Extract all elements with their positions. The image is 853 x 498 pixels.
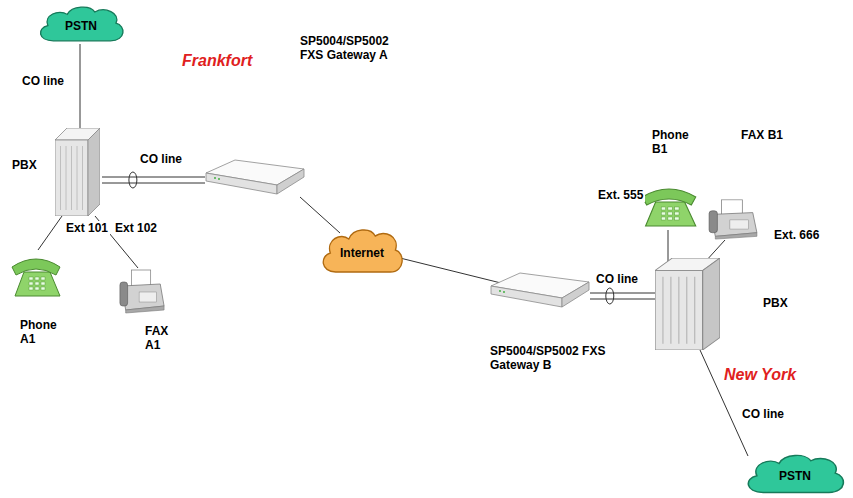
network-node: Phone B1: [636, 128, 706, 232]
site-name: Frankfort: [180, 52, 254, 70]
line-label: Ext. 555: [596, 188, 645, 202]
network-node: FAX B1: [705, 128, 790, 242]
phone-icon: [640, 180, 698, 230]
network-node: FAX A1: [115, 268, 180, 352]
node-label: PSTN: [779, 469, 811, 483]
node-label: Phone B1: [652, 128, 702, 156]
line-label: CO line: [740, 407, 786, 421]
node-label: PSTN: [65, 19, 97, 33]
line-connector: [700, 350, 748, 456]
network-node: PBX: [12, 128, 102, 216]
node-label: FAX B1: [741, 128, 783, 142]
network-node: PSTN: [35, 4, 127, 44]
pbx-icon: [55, 128, 100, 216]
line-connector: [38, 216, 62, 250]
line-connector: [80, 44, 81, 128]
node-label: Internet: [340, 246, 384, 260]
network-node: Phone A1: [5, 250, 75, 352]
network-node: SP5004/SP5002 FXS Gateway B: [488, 272, 610, 378]
line-label: CO line: [20, 74, 66, 88]
phone-icon: [10, 250, 62, 300]
line-label: CO line: [138, 152, 184, 166]
line-label: CO line: [594, 272, 640, 286]
node-label: PBX: [12, 158, 37, 172]
site-name: New York: [722, 366, 798, 384]
gateway-icon: [205, 159, 305, 197]
node-label: SP5004/SP5002 FXS Gateway B: [490, 344, 606, 372]
node-label: PBX: [763, 296, 788, 310]
line-connector: [102, 177, 205, 183]
fax-icon: [118, 268, 166, 314]
node-label: SP5004/SP5002 FXS Gateway A: [300, 34, 412, 62]
cable-bundle-mark: [606, 288, 614, 304]
network-node: PSTN: [742, 452, 848, 496]
pbx-icon: [655, 258, 720, 350]
fax-icon: [707, 198, 759, 240]
line-connector: [300, 197, 340, 233]
node-label: FAX A1: [145, 324, 179, 352]
gateway-icon: [490, 272, 590, 310]
node-label: Phone A1: [20, 318, 70, 346]
line-connector: [590, 293, 656, 299]
line-label: Ext 102: [113, 221, 159, 235]
line-connector: [400, 258, 505, 284]
line-label: Ext 101: [64, 221, 110, 235]
cable-bundle-mark: [129, 172, 137, 188]
network-node: PBX: [653, 258, 793, 352]
line-label: Ext. 666: [772, 228, 821, 242]
line-connector: [668, 230, 669, 262]
network-node: Internet: [318, 226, 406, 276]
